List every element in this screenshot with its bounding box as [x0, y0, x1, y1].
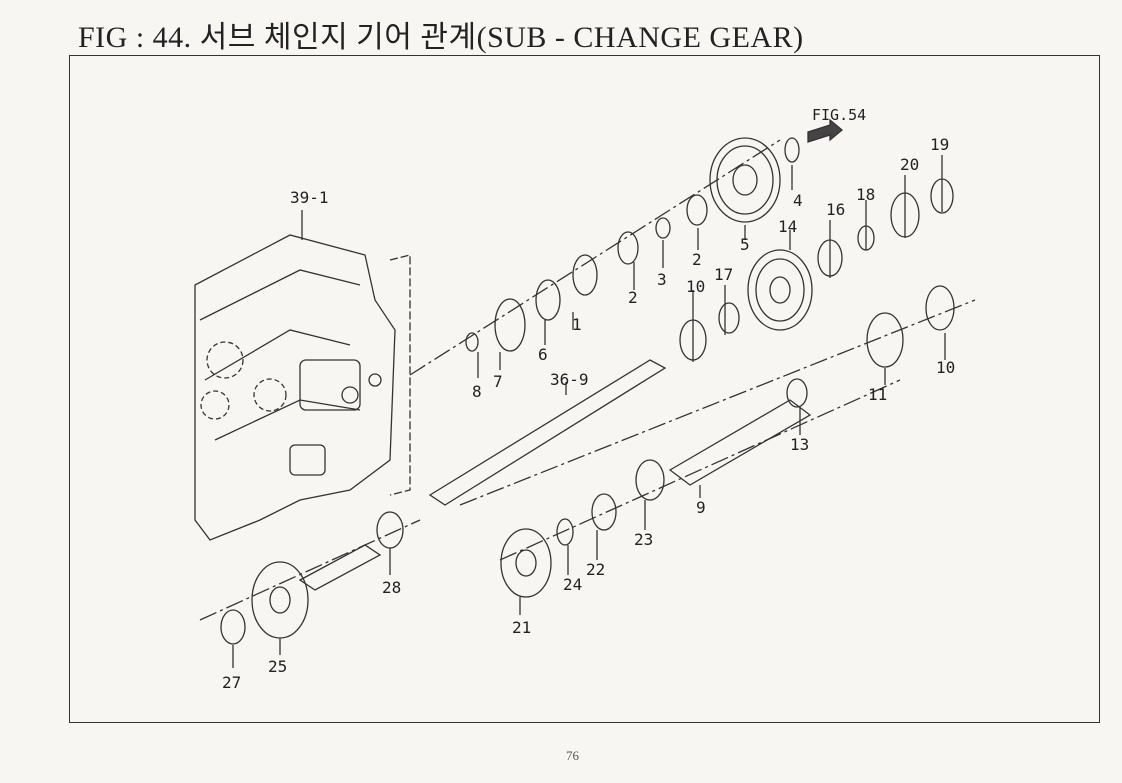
part-label: 1 — [572, 315, 582, 334]
part-label: 10 — [686, 277, 705, 296]
part-label: 39-1 — [290, 188, 329, 207]
part-label: 27 — [222, 673, 241, 692]
fig-reference-label: FIG.54 — [812, 106, 866, 124]
part-label: 3 — [657, 270, 667, 289]
drawing-frame — [69, 55, 1100, 723]
part-label: 21 — [512, 618, 531, 637]
part-label: 16 — [826, 200, 845, 219]
part-label: 7 — [493, 372, 503, 391]
part-label: 25 — [268, 657, 287, 676]
part-label: 18 — [856, 185, 875, 204]
part-label: 17 — [714, 265, 733, 284]
part-label: 13 — [790, 435, 809, 454]
part-label: 23 — [634, 530, 653, 549]
part-label: 8 — [472, 382, 482, 401]
figure-title: FIG : 44. 서브 체인지 기어 관계(SUB - CHANGE GEAR… — [78, 21, 804, 54]
part-label: 5 — [740, 235, 750, 254]
part-label: 11 — [868, 385, 887, 404]
part-label: 14 — [778, 217, 797, 236]
part-label: 9 — [696, 498, 706, 517]
transmission-housing — [194, 234, 411, 541]
page-number: 76 — [566, 748, 579, 763]
part-label: 19 — [930, 135, 949, 154]
part-label: 2 — [692, 250, 702, 269]
part-label: 10 — [936, 358, 955, 377]
part-label: 28 — [382, 578, 401, 597]
part-label: 24 — [563, 575, 582, 594]
part-label: 4 — [793, 191, 803, 210]
part-label: 22 — [586, 560, 605, 579]
part-label: 36-9 — [550, 370, 589, 389]
part-label: 2 — [628, 288, 638, 307]
part-label: 6 — [538, 345, 548, 364]
part-label: 20 — [900, 155, 919, 174]
